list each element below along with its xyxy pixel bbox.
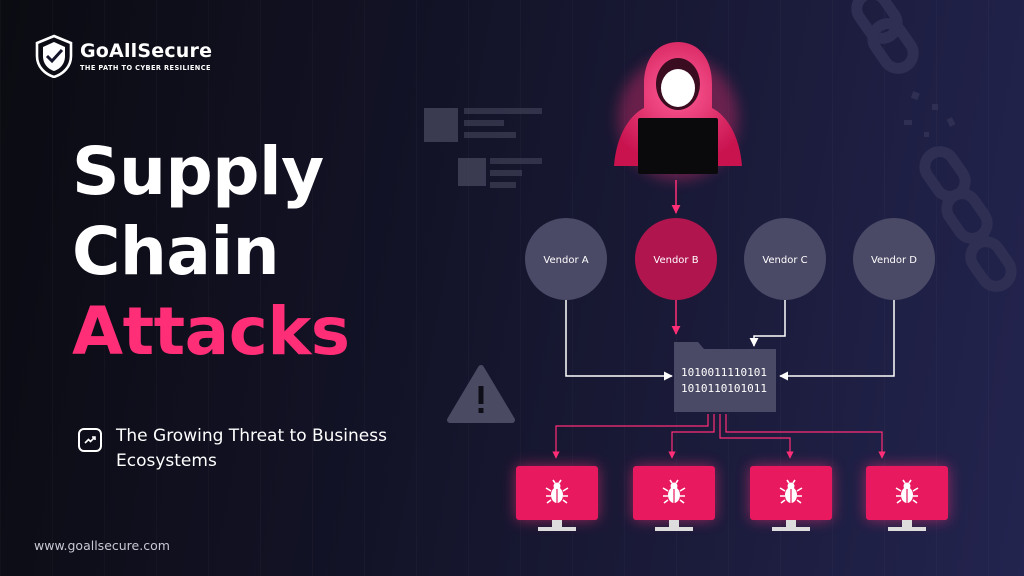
page-title: Supply Chain Attacks — [72, 132, 350, 372]
title-line-3: Attacks — [72, 293, 350, 370]
bug-icon — [545, 479, 569, 504]
shield-logo-icon — [35, 34, 73, 78]
chain-fragments — [904, 91, 956, 137]
endpoint-monitor-3[interactable] — [750, 466, 832, 531]
bug-icon — [662, 479, 686, 504]
bug-icon — [895, 479, 919, 504]
vendor-connectors — [565, 300, 895, 381]
distribution-connectors — [552, 414, 886, 459]
vendor-b-node[interactable]: Vendor B — [635, 218, 717, 300]
subtitle-text: The Growing Threat to Business Ecosystem… — [116, 426, 387, 471]
vendor-c-node[interactable]: Vendor C — [744, 218, 826, 300]
vendor-d-label: Vendor D — [871, 255, 917, 266]
brand-name: GoAllSecure — [80, 40, 213, 62]
title-line-1: Supply — [72, 133, 324, 210]
vendor-b-label: Vendor B — [653, 255, 698, 266]
broken-chain-icon — [851, 0, 1017, 292]
decorative-ui-blocks — [424, 108, 542, 188]
subtitle: The Growing Threat to Business Ecosystem… — [78, 424, 426, 474]
vendor-d-node[interactable]: Vendor D — [853, 218, 935, 300]
endpoint-monitor-2[interactable] — [633, 466, 715, 531]
vendor-a-node[interactable]: Vendor A — [525, 218, 607, 300]
brand-logo[interactable]: GoAllSecure THE PATH TO CYBER RESILIENCE — [34, 34, 212, 78]
vendor-c-label: Vendor C — [762, 255, 807, 266]
hooded-hacker-icon — [614, 42, 742, 180]
binary-line-2: 1010110101011 — [681, 382, 767, 395]
title-line-2: Chain — [72, 213, 280, 290]
trending-up-icon — [78, 428, 102, 452]
software-package-folder[interactable]: 1010011110101 1010110101011 — [674, 342, 776, 412]
vendor-a-label: Vendor A — [543, 255, 588, 266]
endpoint-monitor-1[interactable] — [516, 466, 598, 531]
brand-tagline: THE PATH TO CYBER RESILIENCE — [80, 64, 211, 72]
website-url[interactable]: www.goallsecure.com — [34, 538, 170, 553]
warning-triangle-icon — [447, 365, 515, 423]
binary-line-1: 1010011110101 — [681, 366, 767, 379]
bug-icon — [779, 479, 803, 504]
endpoint-monitor-4[interactable] — [866, 466, 948, 531]
